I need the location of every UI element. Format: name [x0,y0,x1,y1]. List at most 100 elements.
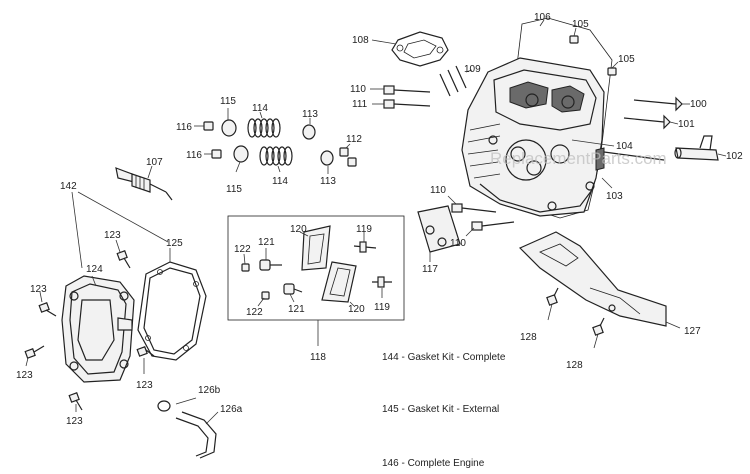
shroud-127 [518,231,681,329]
screw-128-b [592,317,605,349]
leader-104 [571,139,615,147]
callout-123-d: 123 [136,380,153,391]
callout-110-low: 110 [450,238,466,249]
plate-117 [417,205,461,262]
leader-106 [539,19,545,27]
rocker-120-bottom [321,261,357,307]
callout-115-top: 115 [220,96,236,107]
rocker-kit-118 [227,215,405,346]
callout-110-mid: 110 [430,185,446,196]
nut-116-bottom [204,149,222,159]
callout-127: 127 [684,326,701,337]
retainer-113-bottom [320,150,334,174]
callout-113-top: 113 [302,109,318,120]
callout-120-top: 120 [290,224,307,235]
plug-105-right [607,61,619,76]
leader-103 [601,177,613,189]
spring-114-top [247,111,281,138]
callout-115-bottom: 115 [226,184,242,195]
callout-100: 100 [690,99,707,110]
bolt-110-low [465,221,515,237]
bolt-123-c [24,345,45,367]
callout-123-c: 123 [16,370,33,381]
bolt-110-mid [447,195,497,213]
callout-122-top: 122 [234,244,251,255]
stud-119-bottom [372,276,392,298]
callout-109: 109 [464,64,481,75]
note-gasket-kit-external: 145 - Gasket Kit - External [382,404,499,415]
bolt-110-top [370,85,431,95]
callout-142: 142 [60,181,77,192]
stud-104 [603,151,665,161]
callout-101: 101 [678,119,695,130]
valve-train [194,108,357,174]
callout-123-a: 123 [104,230,121,241]
callout-121-bottom: 121 [288,304,305,315]
callout-103: 103 [606,191,623,202]
callout-111: 111 [352,99,368,110]
seal-112 [339,143,357,167]
bolt-123-e [68,392,83,412]
callout-122-bottom: 122 [246,307,263,318]
leader-142 [71,191,169,269]
spring-114-bottom [259,146,293,173]
gasket-125 [137,248,207,361]
pushrods-109 [439,65,473,97]
spark-plug-107 [115,165,173,201]
nut-122-top [241,253,250,272]
watermark: ReplacementParts.com [490,149,667,168]
rocker-120-top [299,225,331,271]
nut-116-top [194,121,214,131]
guide-102 [674,135,727,161]
callout-123-b: 123 [30,284,47,295]
bolt-111 [372,99,431,109]
breather-126 [157,397,219,459]
callout-120-bottom: 120 [348,304,365,315]
note-complete-engine: 146 - Complete Engine [382,458,485,469]
callout-114-bottom: 114 [272,176,288,187]
bolt-123-b [38,291,57,317]
callout-106: 106 [534,12,551,23]
callout-105-top: 105 [572,19,589,30]
screw-128-a [546,287,559,321]
callout-125: 125 [166,238,183,249]
callout-128-b: 128 [566,360,583,371]
callout-105-right: 105 [618,54,635,65]
callout-108: 108 [352,35,369,46]
cylinder-head [461,17,613,219]
callout-117: 117 [422,264,438,275]
gasket-108 [371,31,449,67]
callout-104: 104 [616,141,633,152]
callout-126b: 126b [198,385,221,396]
callout-114-top: 114 [252,103,268,114]
cap-115-top [221,108,237,137]
pivot-121-bottom [283,283,303,303]
callout-118: 118 [310,352,326,363]
bolt-123-d [136,346,155,374]
valve-101 [623,114,679,130]
callout-110-top: 110 [350,84,366,95]
callout-119-top: 119 [356,224,372,235]
callout-102: 102 [726,151,743,162]
pivot-121-top [259,248,282,271]
callout-121-top: 121 [258,237,275,248]
callout-113-bottom: 113 [320,176,336,187]
callout-126a: 126a [220,404,243,415]
callout-116-bottom: 116 [186,150,202,161]
valve-cover-124 [61,275,135,383]
callout-107: 107 [146,157,163,168]
note-gasket-kit-complete: 144 - Gasket Kit - Complete [382,352,506,363]
callout-123-e: 123 [66,416,83,427]
cap-115-bottom [233,145,249,173]
valve-100 [633,96,690,112]
retainer-113-top [302,118,316,140]
callout-112: 112 [346,134,362,145]
nut-122-bottom [257,291,270,307]
callout-116-top: 116 [176,122,192,133]
bolt-123-a [115,239,131,269]
plug-105-top [569,27,579,44]
callout-124: 124 [86,264,103,275]
callout-128-a: 128 [520,332,537,343]
stud-119-top [353,232,377,253]
